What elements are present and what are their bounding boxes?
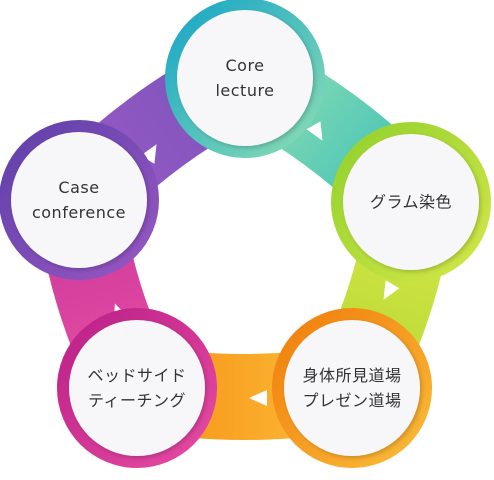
node-disc-physical-exam [284,320,420,456]
node-label-core-lecture: Core lecture [215,56,275,100]
node-disc-core-lecture [177,10,313,146]
node-label-case-conference: Case conference [31,178,127,222]
arrow-head-2 [249,390,267,406]
center-hole [163,176,327,340]
node-layer [0,0,491,468]
node-disc-case-conference [11,132,147,268]
node-label-gram-stain: グラム染色 [369,192,453,212]
arrow-head-1 [383,280,400,300]
node-disc-gram-stain [343,134,479,270]
node-label-physical-exam: 身体所見道場 プレゼン道場 [302,366,402,410]
arrow-head-0 [306,121,323,141]
node-disc-bedside-teaching [69,320,205,456]
arrow-head-4 [140,144,157,164]
node-label-bedside-teaching: ベッドサイド ティーチング [87,366,187,410]
